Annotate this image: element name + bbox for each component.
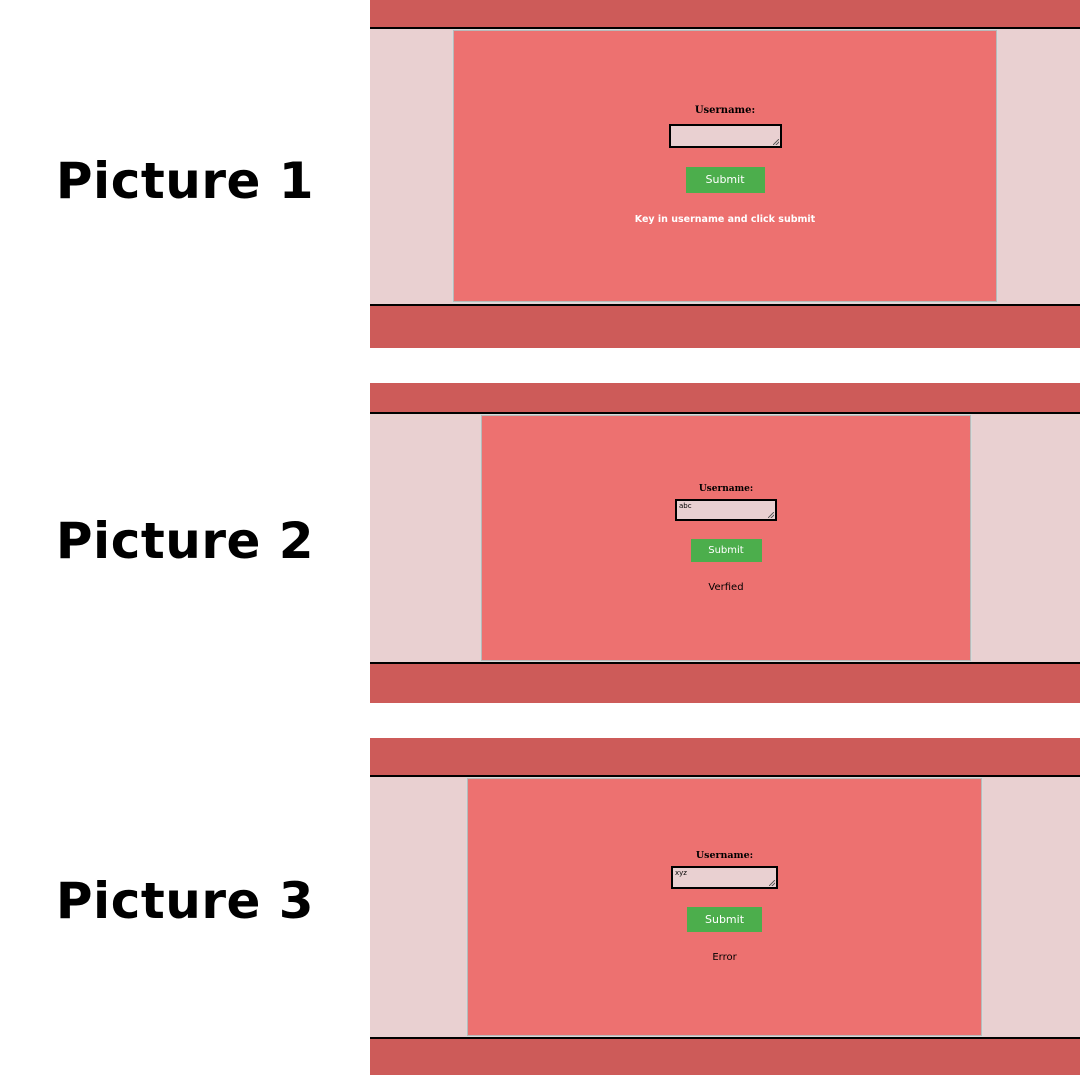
page-footer (370, 304, 1080, 348)
submit-button[interactable]: Submit (690, 539, 762, 562)
screenshot-2: Username: abc Submit Verfied (370, 383, 1080, 703)
login-panel: Username: abc Submit Verfied (480, 414, 972, 662)
page-header (370, 0, 1080, 29)
left-sidebar (370, 414, 481, 662)
username-input[interactable] (668, 124, 782, 148)
status-message: Verfied (708, 582, 744, 593)
row-label-2: Picture 2 (55, 512, 315, 570)
page-footer (370, 1037, 1080, 1075)
username-label: Username: (698, 484, 754, 494)
left-sidebar (370, 777, 467, 1037)
status-message: Key in username and click submit (634, 214, 816, 225)
submit-button[interactable]: Submit (685, 167, 765, 193)
username-input[interactable]: xyz (671, 866, 778, 889)
page-footer (370, 662, 1080, 703)
resize-grip-icon[interactable] (768, 512, 774, 518)
row-label-3: Picture 3 (55, 872, 315, 930)
status-message: Error (712, 952, 737, 963)
page-header (370, 738, 1080, 777)
right-sidebar (982, 777, 1080, 1037)
resize-grip-icon[interactable] (769, 880, 775, 886)
page-header (370, 383, 1080, 414)
left-sidebar (370, 29, 453, 304)
right-sidebar (970, 414, 1080, 662)
username-label: Username: (695, 850, 754, 861)
row-label-1: Picture 1 (55, 152, 315, 210)
screenshot-1: Username: Submit Key in username and cli… (370, 0, 1080, 348)
right-sidebar (997, 29, 1080, 304)
submit-button[interactable]: Submit (687, 907, 762, 932)
login-panel: Username: Submit Key in username and cli… (452, 29, 998, 303)
resize-grip-icon[interactable] (772, 139, 779, 145)
username-label: Username: (694, 105, 756, 116)
username-input[interactable]: abc (675, 499, 777, 521)
screenshot-3: Username: xyz Submit Error (370, 738, 1080, 1075)
login-panel: Username: xyz Submit Error (466, 777, 983, 1037)
